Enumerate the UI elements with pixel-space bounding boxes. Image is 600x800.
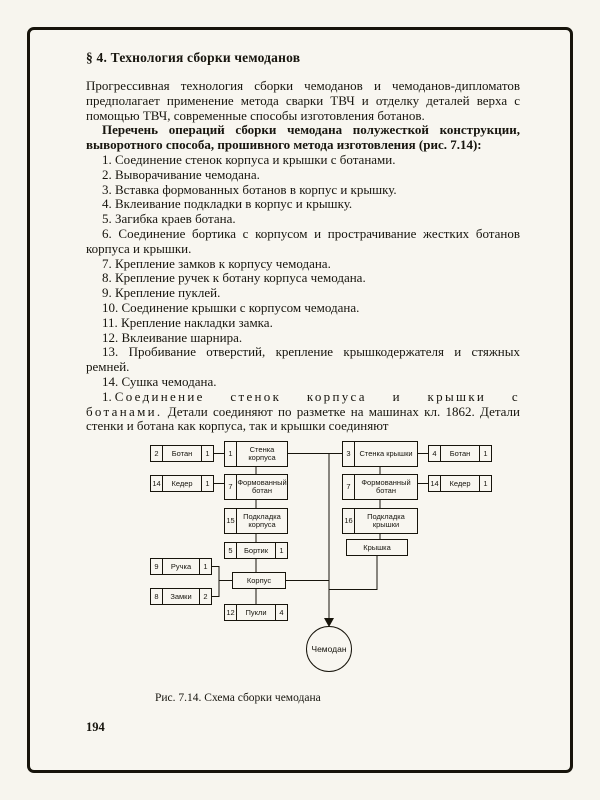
page-number: 194	[86, 720, 105, 735]
operation-item: 4. Вклеивание подкладки в корпус и крышк…	[102, 196, 353, 212]
detail-qty: 1	[199, 559, 211, 575]
operation-item: 6. Соединение бортика с корпусом и прост…	[86, 225, 520, 256]
detail-label: Стенка крышки	[359, 449, 413, 458]
operation-item: 14. Сушка чемодана.	[102, 373, 217, 389]
diagram-box-zamki: 8 Замки 2	[150, 588, 212, 606]
detail-label: Пукли	[245, 607, 267, 617]
operation-item: 2. Выворачивание чемодана.	[102, 166, 260, 182]
detail-label: Замки	[170, 591, 192, 601]
diagram-box-korpus: Корпус	[232, 572, 286, 590]
operation-item: 9. Крепление пуклей.	[102, 285, 221, 301]
operation-item: 5. Загибка краев ботана.	[102, 211, 236, 227]
operation-item: 12. Вклеивание шарнира.	[102, 329, 243, 345]
diagram-box-stenka-korpusa: 1 Стенка корпуса	[224, 441, 288, 468]
diagram-box-keder-korpusa: 14 Кедер 1	[150, 475, 214, 493]
diagram-box-formovanny-botan-korpusa: 7 Формованный ботан	[224, 474, 288, 501]
operations-list: 1. Соединение стенок корпуса и крышки с …	[86, 151, 520, 390]
detail-number: 2	[151, 446, 163, 462]
arrow-to-final	[324, 618, 334, 628]
operation-item: 13. Пробивание отверстий, крепление крыш…	[86, 344, 520, 375]
final-product-label: Чемодан	[311, 644, 347, 655]
diagram-box-kryshka: Крышка	[346, 539, 408, 557]
detail-label: Формованный ботан	[237, 477, 287, 496]
detail-number: 16	[343, 509, 355, 534]
diagram-connector-lines	[212, 453, 428, 628]
diagram-box-botan-kryshki: 4 Ботан 1	[428, 445, 492, 463]
operation-item: 8. Крепление ручек к ботану корпуса чемо…	[102, 270, 366, 286]
assembly-diagram: 2 Ботан 1 14 Кедер 1 1 Стенка корпуса 7 …	[122, 440, 554, 680]
detail-label: Корпус	[246, 575, 272, 585]
detail-qty: 1	[201, 446, 213, 462]
operation-item: 10. Соединение крышки с корпусом чемодан…	[102, 299, 360, 315]
operation1-text: Детали соединяют по разметке на машинах …	[86, 403, 521, 434]
detail-number: 4	[429, 446, 441, 462]
section-heading: § 4. Технология сборки чемоданов	[86, 50, 301, 65]
diagram-node-chemodan: Чемодан	[306, 626, 352, 673]
detail-label: Стенка корпуса	[248, 444, 276, 463]
detail-qty: 1	[275, 543, 287, 559]
diagram-box-formovanny-botan-kryshki: 7 Формованный ботан	[342, 474, 418, 501]
diagram-box-botan-korpusa: 2 Ботан 1	[150, 445, 214, 463]
detail-label: Кедер	[171, 478, 193, 488]
detail-number: 14	[429, 476, 441, 492]
book-page-frame: § 4. Технология сборки чемоданов Прогрес…	[27, 27, 573, 773]
detail-label: Ботан	[171, 448, 193, 458]
detail-label: Подкладка корпуса	[243, 511, 281, 530]
diagram-box-keder-kryshki: 14 Кедер 1	[428, 475, 492, 493]
detail-number: 9	[151, 559, 163, 575]
diagram-box-bortik: 5 Бортик 1	[224, 542, 288, 560]
detail-qty: 1	[479, 446, 491, 462]
detail-qty: 4	[275, 605, 287, 621]
detail-label: Подкладка крышки	[367, 511, 405, 530]
detail-number: 7	[343, 475, 355, 500]
detail-label: Кедер	[449, 478, 471, 488]
operation-item: 1. Соединение стенок корпуса и крышки с …	[102, 151, 396, 167]
detail-label: Бортик	[243, 545, 268, 555]
diagram-box-ruchka: 9 Ручка 1	[150, 558, 212, 576]
detail-number: 15	[225, 509, 237, 534]
operation1-number: 1.	[102, 388, 112, 404]
page-content: § 4. Технология сборки чемоданов Прогрес…	[30, 30, 570, 735]
detail-label: Ручка	[170, 561, 192, 571]
detail-number: 5	[225, 543, 237, 559]
operation-item: 3. Вставка формованных ботанов в корпус …	[102, 181, 397, 197]
detail-number: 12	[225, 605, 237, 621]
paragraph-operations-intro: Перечень операций сборки чемодана полуже…	[86, 122, 520, 153]
paragraph-operation1-detail: 1.Соединение стенок корпуса и крышки с б…	[86, 388, 521, 434]
operation-item: 7. Крепление замков к корпусу чемодана.	[102, 255, 331, 271]
operation1-title-spaced: Соединение стенок корпуса и крышки с бот…	[86, 388, 520, 419]
detail-number: 14	[151, 476, 163, 492]
detail-qty: 1	[201, 476, 213, 492]
detail-label: Формованный ботан	[361, 477, 411, 496]
detail-number: 7	[225, 475, 237, 500]
detail-number: 1	[225, 442, 237, 467]
paragraph-intro: Прогрессивная технология сборки чемодано…	[86, 78, 520, 123]
diagram-box-podkladka-kryshki: 16 Подкладка крышки	[342, 508, 418, 535]
diagram-box-podkladka-korpusa: 15 Подкладка корпуса	[224, 508, 288, 535]
diagram-box-pukli: 12 Пукли 4	[224, 604, 288, 622]
detail-qty: 2	[199, 589, 211, 605]
detail-number: 8	[151, 589, 163, 605]
operation-item: 11. Крепление накладки замка.	[102, 314, 273, 330]
diagram-box-stenka-kryshki: 3 Стенка крышки	[342, 441, 418, 468]
detail-qty: 1	[479, 476, 491, 492]
detail-label: Крышка	[363, 542, 391, 552]
figure-caption: Рис. 7.14. Схема сборки чемодана	[155, 692, 321, 705]
detail-number: 3	[343, 442, 355, 467]
detail-label: Ботан	[449, 448, 471, 458]
